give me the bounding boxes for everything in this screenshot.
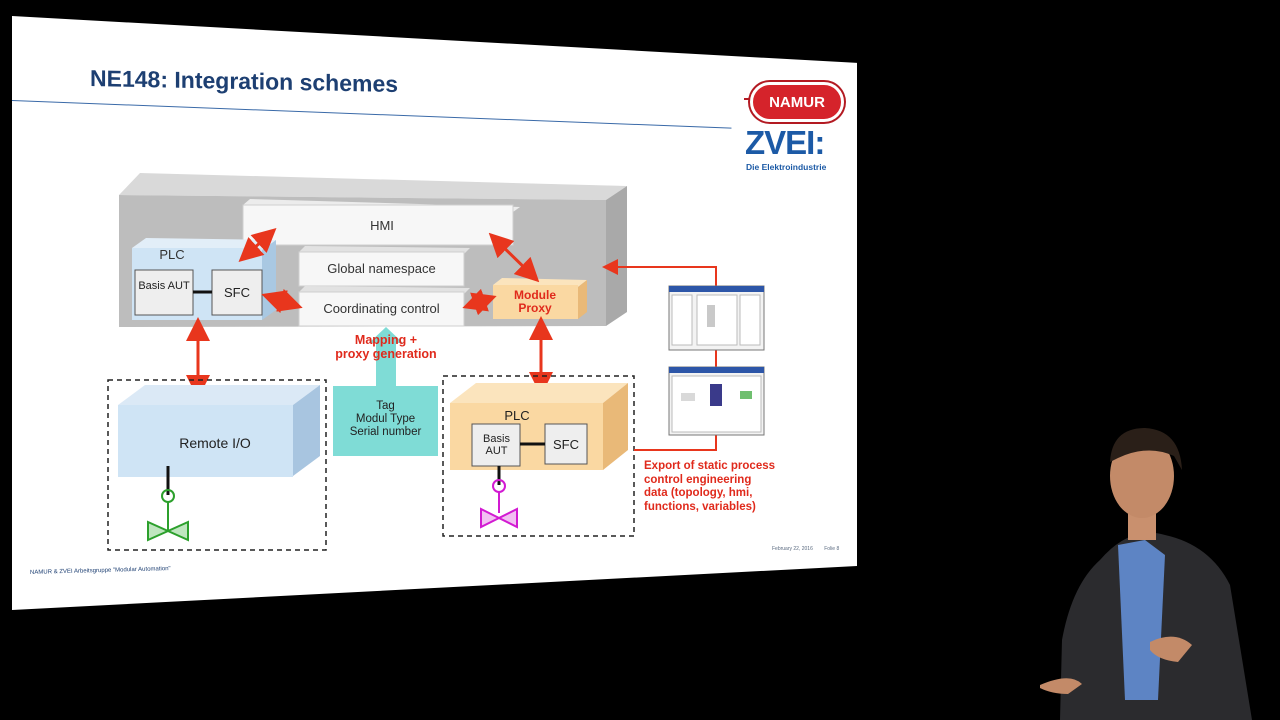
tag-info-label: Tag Modul Type Serial number: [349, 400, 422, 438]
remote-io-module-frame: [107, 379, 327, 551]
global-namespace-box: [298, 246, 470, 287]
export-note-label: Export of static process control enginee…: [644, 460, 776, 513]
footer-meta: February 22, 2016 Folie 8: [762, 546, 839, 552]
sfc-box-module: [544, 423, 588, 465]
global-namespace-label: Global namespace: [327, 261, 436, 276]
namur-logo: NAMUR: [750, 82, 844, 122]
plc-coordinating-arrow: [261, 288, 303, 314]
coordinating-proxy-arrow: [462, 288, 497, 316]
hmi-proxy-arrow: [488, 232, 540, 283]
remote-io-label: Remote I/O: [179, 435, 251, 451]
hmi-box: [242, 199, 520, 246]
coordinating-control-label: Coordinating control: [323, 301, 440, 316]
sfc-label-module: SFC: [553, 437, 579, 452]
basis-aut-label-top: Basis AUT: [138, 280, 190, 292]
tag-info-box: [333, 386, 438, 456]
engineering-tool-screenshot-bottom: [668, 366, 765, 436]
engineering-tool-screenshot-top: [668, 285, 765, 351]
footer-page: Folie 8: [824, 546, 840, 552]
coordinating-control-box: [298, 286, 470, 327]
sfc-label-top: SFC: [224, 285, 250, 300]
presenter-person: [1040, 428, 1252, 720]
plc-top-label: PLC: [159, 247, 185, 262]
mapping-label: Mapping + proxy generation: [335, 333, 437, 361]
mapping-arrow: [369, 327, 403, 386]
hmi-plc-arrow: [238, 227, 277, 263]
basis-aut-box-module: [471, 423, 521, 467]
zvei-tagline: Die Elektroindustrie: [746, 162, 827, 172]
magenta-valve-icon: [480, 479, 518, 529]
footer-date: February 22, 2016: [772, 546, 813, 552]
plc-module-label: PLC: [504, 408, 530, 423]
hmi-label: HMI: [370, 218, 394, 233]
basis-aut-box-top: [134, 269, 194, 316]
export-feedback-line: [602, 259, 717, 451]
basis-aut-label-module: Basis AUT: [483, 433, 510, 457]
zvei-logo: ZVEI:: [745, 124, 825, 161]
module-proxy-label: Module Proxy: [514, 288, 556, 315]
plc-module-frame: [442, 375, 635, 537]
sfc-box-top: [211, 269, 263, 316]
remote-io-box: [118, 385, 320, 477]
green-valve-icon: [147, 489, 189, 542]
